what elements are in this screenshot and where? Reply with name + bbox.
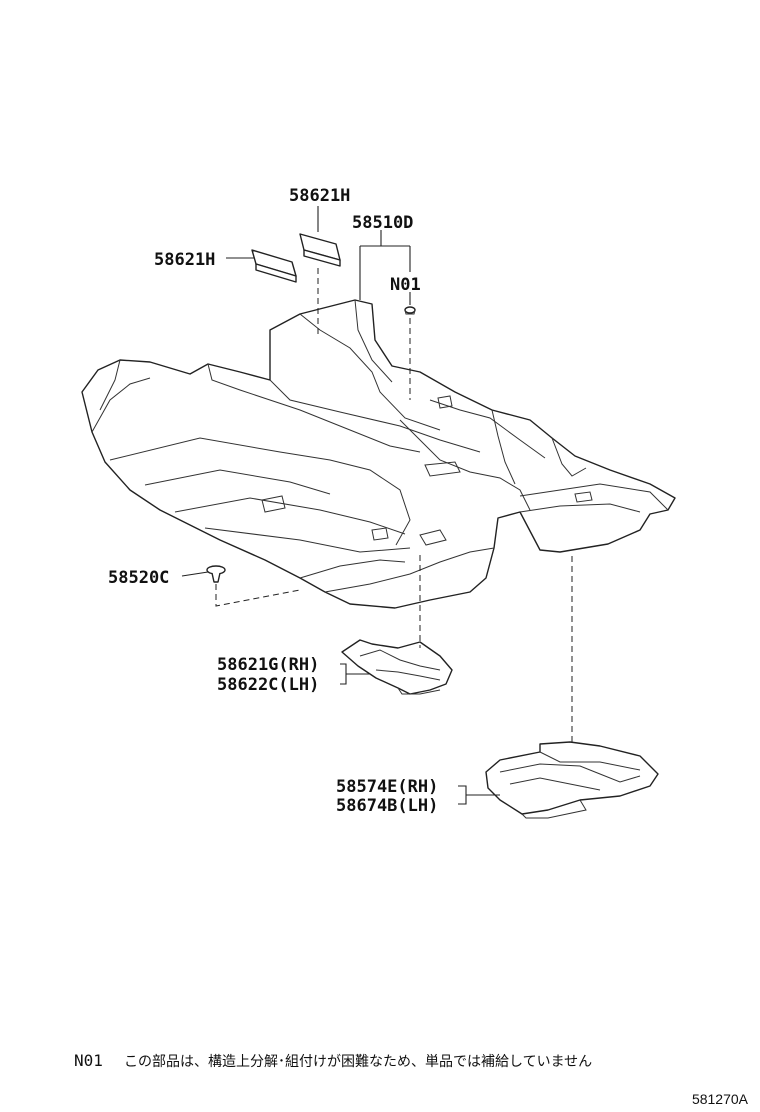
label-pad-left: 58621H (154, 250, 215, 270)
label-heel-pad-lh: 58622C(LH) (217, 675, 319, 695)
pad-upper (299, 233, 341, 267)
clip (206, 565, 226, 583)
label-carpet: 58510D (352, 213, 413, 233)
label-heel-pad-rh: 58621G(RH) (217, 655, 319, 675)
floor-carpet (81, 299, 676, 609)
grommet-n01 (404, 306, 416, 315)
heel-pad (341, 639, 453, 695)
guide-clip (215, 584, 301, 607)
leader-heel-pad (340, 663, 370, 685)
label-rear-mat-lh: 58674B(LH) (336, 796, 438, 816)
label-n01: N01 (390, 275, 421, 295)
label-pad-upper: 58621H (289, 186, 350, 206)
leader-carpet (359, 230, 411, 300)
footnote-text: この部品は、構造上分解･組付けが困難なため、単品では補給していません (124, 1054, 592, 1070)
label-clip: 58520C (108, 568, 169, 588)
pad-left (251, 249, 297, 283)
footnote-code: N01 (74, 1051, 103, 1070)
leader-clip (181, 571, 209, 577)
leader-rear-mat (458, 785, 500, 805)
label-rear-mat-rh: 58574E(RH) (336, 777, 438, 797)
rear-floor-mat (485, 741, 659, 819)
figure-id: 581270A (692, 1091, 749, 1107)
